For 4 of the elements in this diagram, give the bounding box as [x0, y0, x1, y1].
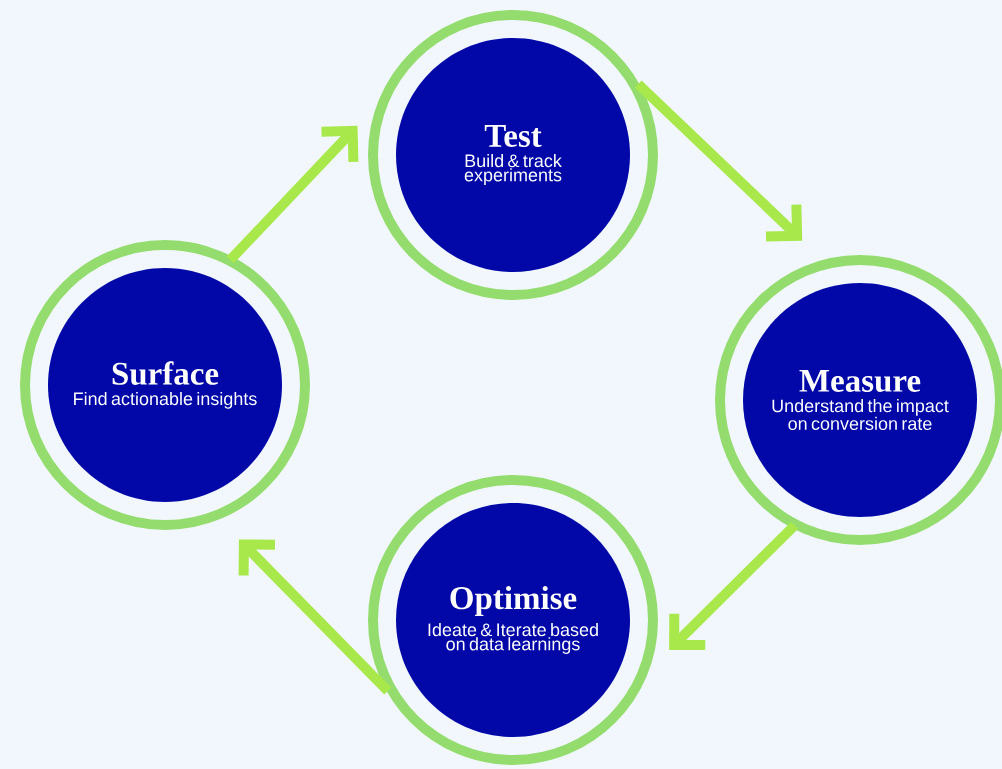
arrow — [238, 539, 392, 695]
arrow — [634, 80, 803, 242]
arrow — [226, 125, 359, 264]
arrow — [669, 521, 799, 650]
